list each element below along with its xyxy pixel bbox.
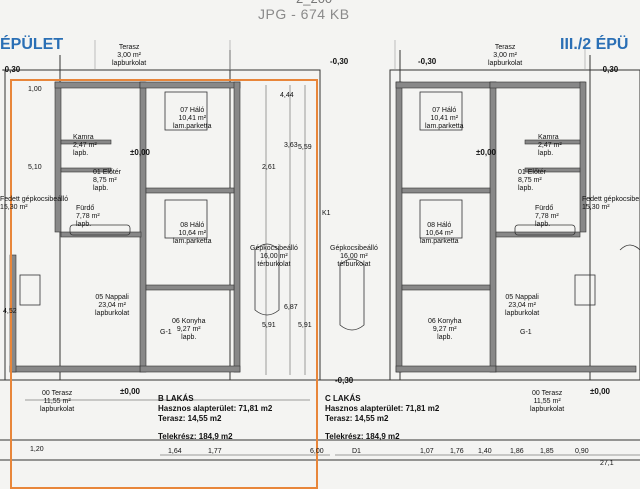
level-b-hall: ±0,00 <box>130 148 150 157</box>
dim-v-8: 4,52 <box>3 308 17 315</box>
tag-g1-c: G-1 <box>520 329 532 336</box>
level-b-rear: -0,30 <box>2 65 21 74</box>
building-label-right: III./2 ÉPÜ <box>560 36 629 53</box>
summary-c: C LAKÁS Hasznos alapterület: 71,81 m2 Te… <box>325 394 440 441</box>
dim-h-6: 1,76 <box>450 448 464 455</box>
level-mid-rear: -0,30 <box>330 57 349 66</box>
level-b-front: ±0,00 <box>120 387 140 396</box>
building-label-left: ÉPÜLET <box>0 36 64 53</box>
dim-v-4: 2,61 <box>262 164 276 171</box>
dim-v-5: 5,91 <box>262 322 276 329</box>
floor-plan-drawing <box>0 40 640 461</box>
door-tag-d1: D1 <box>352 448 361 455</box>
dim-v-9: 5,10 <box>28 164 42 171</box>
dim-v-6: 6,87 <box>284 304 298 311</box>
section-tag-k1: K1 <box>322 210 331 217</box>
level-c-rear: -0,30 <box>418 57 437 66</box>
summary-b: B LAKÁS Hasznos alapterület: 71,81 m2 Te… <box>158 394 273 441</box>
dim-h-10: 0,90 <box>575 448 589 455</box>
dim-h-7: 1,40 <box>478 448 492 455</box>
partial-title: 2_200 <box>296 0 332 6</box>
dim-v-1: 4,44 <box>280 92 294 99</box>
dim-h-3: 1,77 <box>208 448 222 455</box>
dim-v-10: 1,00 <box>28 86 42 93</box>
file-info: JPG - 674 KB <box>258 6 350 22</box>
level-c-front: ±0,00 <box>590 387 610 396</box>
dim-h-4: 6,00 <box>310 448 324 455</box>
level-c-hall: ±0,00 <box>476 148 496 157</box>
dim-h-9: 1,85 <box>540 448 554 455</box>
image-viewer-header: 2_200 JPG - 674 KB <box>0 0 640 30</box>
dim-v-3: 5,59 <box>298 144 312 151</box>
dim-v-7: 5,91 <box>298 322 312 329</box>
dim-h-1: 1,20 <box>30 446 44 453</box>
level-mid-front: -0,30 <box>335 376 354 385</box>
dim-h-5: 1,07 <box>420 448 434 455</box>
level-right-rear: -0,30 <box>600 65 619 74</box>
tag-g1-b: G-1 <box>160 329 172 336</box>
dim-h-2: 1,64 <box>168 448 182 455</box>
dim-h-11: 27,1 <box>600 460 614 467</box>
dim-h-8: 1,86 <box>510 448 524 455</box>
dim-v-2: 3,63 <box>284 142 298 149</box>
